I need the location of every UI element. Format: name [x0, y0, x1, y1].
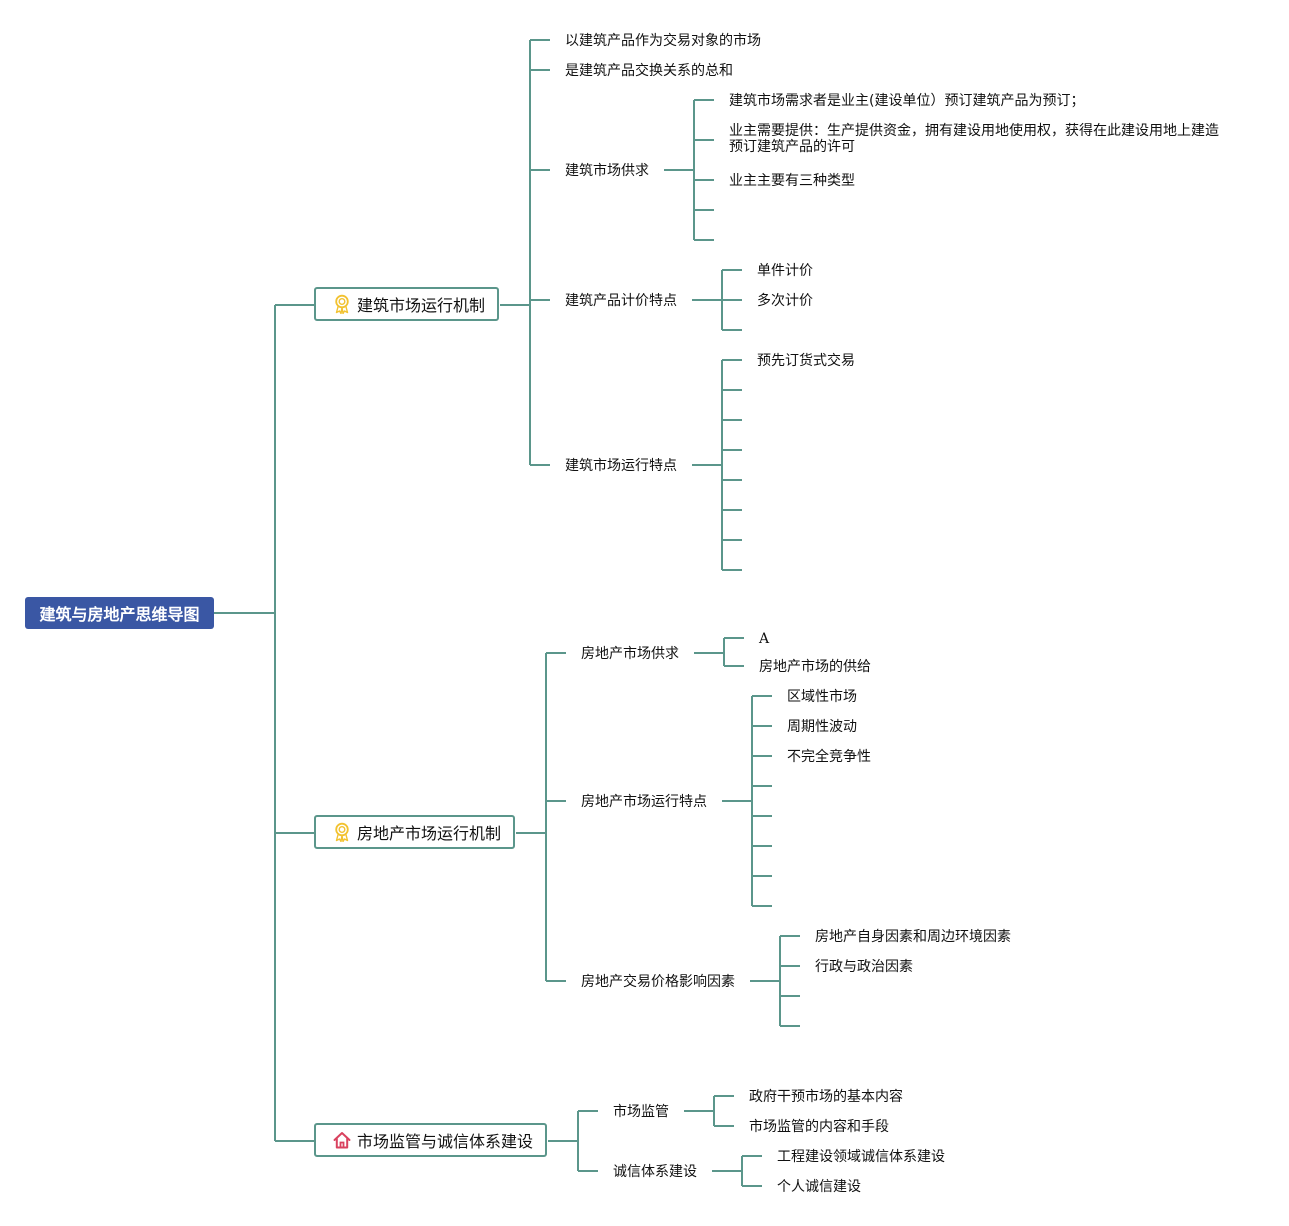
leaf-node[interactable]: 单件计价 — [757, 263, 813, 279]
branch-label: 房地产市场运行机制 — [357, 824, 502, 843]
leaf-node[interactable]: 业主需要提供：生产提供资金，拥有建设用地使用权，获得在此建设用地上建造预订建筑产… — [729, 123, 1219, 155]
branch-construction-market[interactable]: 建筑市场运行机制 — [314, 287, 500, 321]
topic-node[interactable]: 房地产市场供求 — [581, 646, 679, 662]
leaf-node[interactable]: 个人诚信建设 — [777, 1179, 861, 1195]
topic-node[interactable]: 建筑市场运行特点 — [565, 458, 677, 474]
leaf-node[interactable]: 不完全竞争性 — [787, 749, 871, 765]
topic-node[interactable]: 是建筑产品交换关系的总和 — [565, 63, 733, 79]
topic-node[interactable]: 市场监管 — [613, 1104, 669, 1120]
topic-node[interactable]: 诚信体系建设 — [613, 1164, 697, 1180]
leaf-node[interactable]: 房地产自身因素和周边环境因素 — [815, 929, 1011, 945]
branch-label: 市场监管与诚信体系建设 — [357, 1132, 534, 1151]
topic-node[interactable]: 以建筑产品作为交易对象的市场 — [565, 33, 761, 49]
leaf-node[interactable]: 建筑市场需求者是业主(建设单位）预订建筑产品为预订； — [729, 93, 1085, 109]
topic-node[interactable]: 房地产市场运行特点 — [581, 794, 707, 810]
house-icon — [333, 1132, 351, 1149]
leaf-node[interactable]: 区域性市场 — [787, 689, 857, 705]
leaf-node[interactable]: 市场监管的内容和手段 — [749, 1119, 889, 1135]
leaf-node[interactable]: 房地产市场的供给 — [759, 659, 871, 675]
branch-label: 建筑市场运行机制 — [357, 296, 486, 315]
leaf-node[interactable]: 预先订货式交易 — [757, 353, 855, 369]
award-ribbon-icon — [335, 294, 349, 314]
topic-node[interactable]: 建筑市场供求 — [565, 163, 649, 179]
leaf-node[interactable]: 业主主要有三种类型 — [729, 173, 855, 189]
leaf-node[interactable]: 政府干预市场的基本内容 — [749, 1089, 903, 1105]
leaf-node[interactable]: 工程建设领域诚信体系建设 — [777, 1149, 945, 1165]
leaf-node[interactable]: 周期性波动 — [787, 719, 857, 735]
topic-node[interactable]: 建筑产品计价特点 — [565, 293, 677, 309]
leaf-node[interactable]: A — [759, 631, 770, 647]
leaf-node[interactable]: 行政与政治因素 — [815, 959, 913, 975]
root-node[interactable]: 建筑与房地产思维导图 — [25, 597, 214, 629]
branch-supervision-integrity[interactable]: 市场监管与诚信体系建设 — [314, 1123, 548, 1157]
topic-node[interactable]: 房地产交易价格影响因素 — [581, 974, 735, 990]
branch-real-estate-market[interactable]: 房地产市场运行机制 — [314, 815, 516, 849]
award-ribbon-icon — [335, 822, 349, 842]
leaf-node[interactable]: 多次计价 — [757, 293, 813, 309]
